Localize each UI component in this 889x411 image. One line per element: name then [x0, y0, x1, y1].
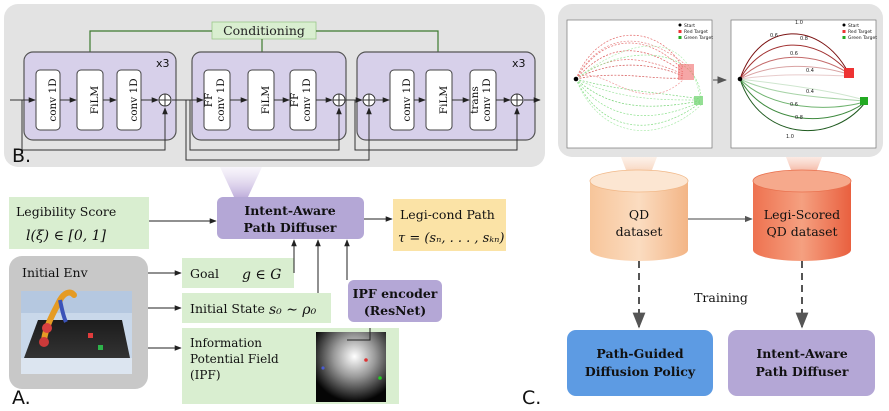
layer-label-b1-2: conv 1D — [128, 78, 140, 121]
conditioning-label: Conditioning — [223, 23, 305, 38]
layer-label-b3-2: transconv 1D — [469, 78, 493, 121]
robot-scene-image — [21, 289, 132, 374]
training-label: Training — [694, 290, 748, 305]
panel-c-letter: C. — [522, 387, 541, 409]
contour-label-7: 0.8 — [795, 115, 803, 121]
layer-label-b2-0: FFconv 1D — [203, 78, 227, 121]
goal-formula: g ∈ G — [242, 267, 281, 283]
legi-cond-path-box — [393, 199, 506, 251]
ipf-heatmap-image — [316, 332, 386, 402]
sum-nodes — [158, 93, 524, 107]
goal-label: Goal — [190, 266, 219, 281]
scored-dataset-line-2: QD dataset — [766, 224, 837, 239]
ipf-encoder-line-2: (ResNet) — [364, 303, 426, 318]
diffuser-line-1: Intent-Aware — [244, 203, 335, 218]
ipf-line-1: Information — [190, 336, 262, 350]
layer-label-b2-2: FFconv 1D — [289, 78, 313, 121]
qd-trajectory-plot: Start Red Target Green Target — [566, 19, 713, 149]
legend2-start: Start — [848, 23, 859, 29]
goal-box — [182, 258, 294, 288]
qd-dataset-line-2: dataset — [616, 224, 663, 239]
ipf-encoder-line-1: IPF encoder — [353, 286, 438, 301]
legend2-red: Red Target — [848, 29, 872, 35]
path-guided-policy-box — [567, 330, 713, 396]
legend1-red: Red Target — [684, 29, 708, 35]
legend1-green: Green Target — [684, 35, 713, 41]
contour-label-3: 0.6 — [790, 51, 798, 57]
legibility-score-title: Legibility Score — [16, 204, 116, 219]
legibility-score-formula: l(ξ) ∈ [0, 1] — [26, 228, 107, 244]
qd-dataset-line-1: QD — [629, 207, 649, 222]
initial-state-label: Initial State — [190, 301, 265, 316]
panel-b-letter: B. — [12, 145, 31, 167]
panel-a-letter: A. — [12, 387, 31, 409]
intent-aware-output-box — [728, 330, 875, 396]
layer-labels: conv 1D FiLM conv 1D FFconv 1D FiLM FFco… — [47, 78, 493, 121]
contour-label-2: 0.8 — [800, 36, 808, 42]
intent-aware-output-line-1: Intent-Aware — [756, 346, 847, 361]
layer-label-b1-1: FiLM — [89, 86, 101, 115]
layer-label-b3-0: conv 1D — [401, 78, 413, 121]
ipf-line-3: (IPF) — [190, 368, 221, 382]
intent-aware-diffuser-box — [217, 197, 364, 239]
legi-scored-dataset-cylinder: Legi-Scored QD dataset — [752, 169, 852, 261]
layer-boxes — [35, 69, 497, 131]
data-flow-lines — [10, 97, 541, 161]
legend1-start: Start — [684, 23, 695, 29]
path-guided-line-1: Path-Guided — [596, 346, 683, 361]
legibility-scored-plot: 1.0 0.6 0.8 0.6 0.4 0.4 0.6 0.8 1.0 Star… — [730, 19, 877, 149]
contour-label-6: 0.6 — [790, 102, 798, 108]
contour-label-5: 0.4 — [806, 89, 814, 95]
legi-cond-path-title: Legi-cond Path — [400, 207, 495, 222]
layer-label-b1-0: conv 1D — [47, 78, 59, 121]
panel-b-funnel — [220, 167, 262, 197]
layer-label-b2-1: FiLM — [260, 86, 272, 115]
ipf-encoder-box — [348, 280, 442, 322]
repeat-label-3: x3 — [512, 57, 526, 70]
intent-aware-output-line-2: Path Diffuser — [756, 364, 849, 379]
repeat-label-1: x3 — [156, 57, 170, 70]
panel-a: Legibility Score l(ξ) ∈ [0, 1] Intent-Aw… — [9, 197, 506, 409]
contour-label-8: 1.0 — [786, 134, 794, 140]
initial-state-box — [182, 293, 331, 323]
diffuser-line-2: Path Diffuser — [244, 220, 337, 235]
legibility-score-box — [9, 197, 149, 249]
ipf-line-2: Potential Field — [190, 352, 279, 366]
scored-dataset-line-1: Legi-Scored — [764, 207, 840, 222]
panel-b: Conditioning x3 x3 conv 1D FiLM — [4, 4, 545, 167]
panel-a-arrows — [148, 216, 393, 351]
contour-label-1: 0.6 — [770, 33, 778, 39]
panel-c: Start Red Target Green Target — [522, 4, 883, 409]
qd-dataset-cylinder: QD dataset — [589, 169, 689, 261]
initial-env-label: Initial Env — [22, 265, 89, 280]
legi-cond-path-formula: τ = (sₙ, . . . , sₖₙ) — [398, 231, 504, 246]
contour-label-4: 0.4 — [806, 68, 814, 74]
legend2-green: Green Target — [848, 35, 877, 41]
path-guided-line-2: Diffusion Policy — [585, 364, 696, 379]
initial-state-formula: s₀ ∼ ρ₀ — [269, 302, 317, 318]
layer-label-b3-1: FiLM — [438, 86, 450, 115]
contour-label-0: 1.0 — [795, 20, 803, 26]
